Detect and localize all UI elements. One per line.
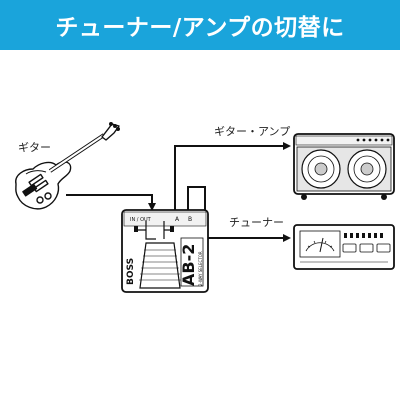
ab2-brand-label: BOSS bbox=[126, 258, 136, 285]
title-banner: チューナー/アンプの切替に bbox=[0, 0, 400, 50]
electric-guitar-icon bbox=[15, 121, 120, 210]
ab2-port-a-label: A bbox=[175, 216, 180, 223]
page-title: チューナー/アンプの切替に bbox=[55, 15, 345, 41]
ab2-pedal-icon bbox=[121, 209, 209, 293]
ab2-subtitle-label: 2-WAY SELECTOR bbox=[198, 251, 203, 286]
cable-ab2-to-guitar-amp bbox=[174, 142, 291, 210]
guitar-amp-label: ギター・アンプ bbox=[214, 125, 291, 138]
ab2-port-b-label: B bbox=[188, 216, 192, 223]
guitar-label: ギター bbox=[18, 141, 51, 154]
ab2-in-out-label: IN / OUT bbox=[130, 217, 152, 223]
tuner-label: チューナー bbox=[229, 216, 284, 229]
ab2-model-label: AB-2 bbox=[179, 244, 198, 286]
tuner-icon bbox=[293, 224, 395, 270]
cable-ab2-to-tuner bbox=[187, 186, 291, 242]
guitar-amp-icon bbox=[293, 133, 395, 200]
cable-guitar-to-ab2 bbox=[66, 194, 156, 211]
